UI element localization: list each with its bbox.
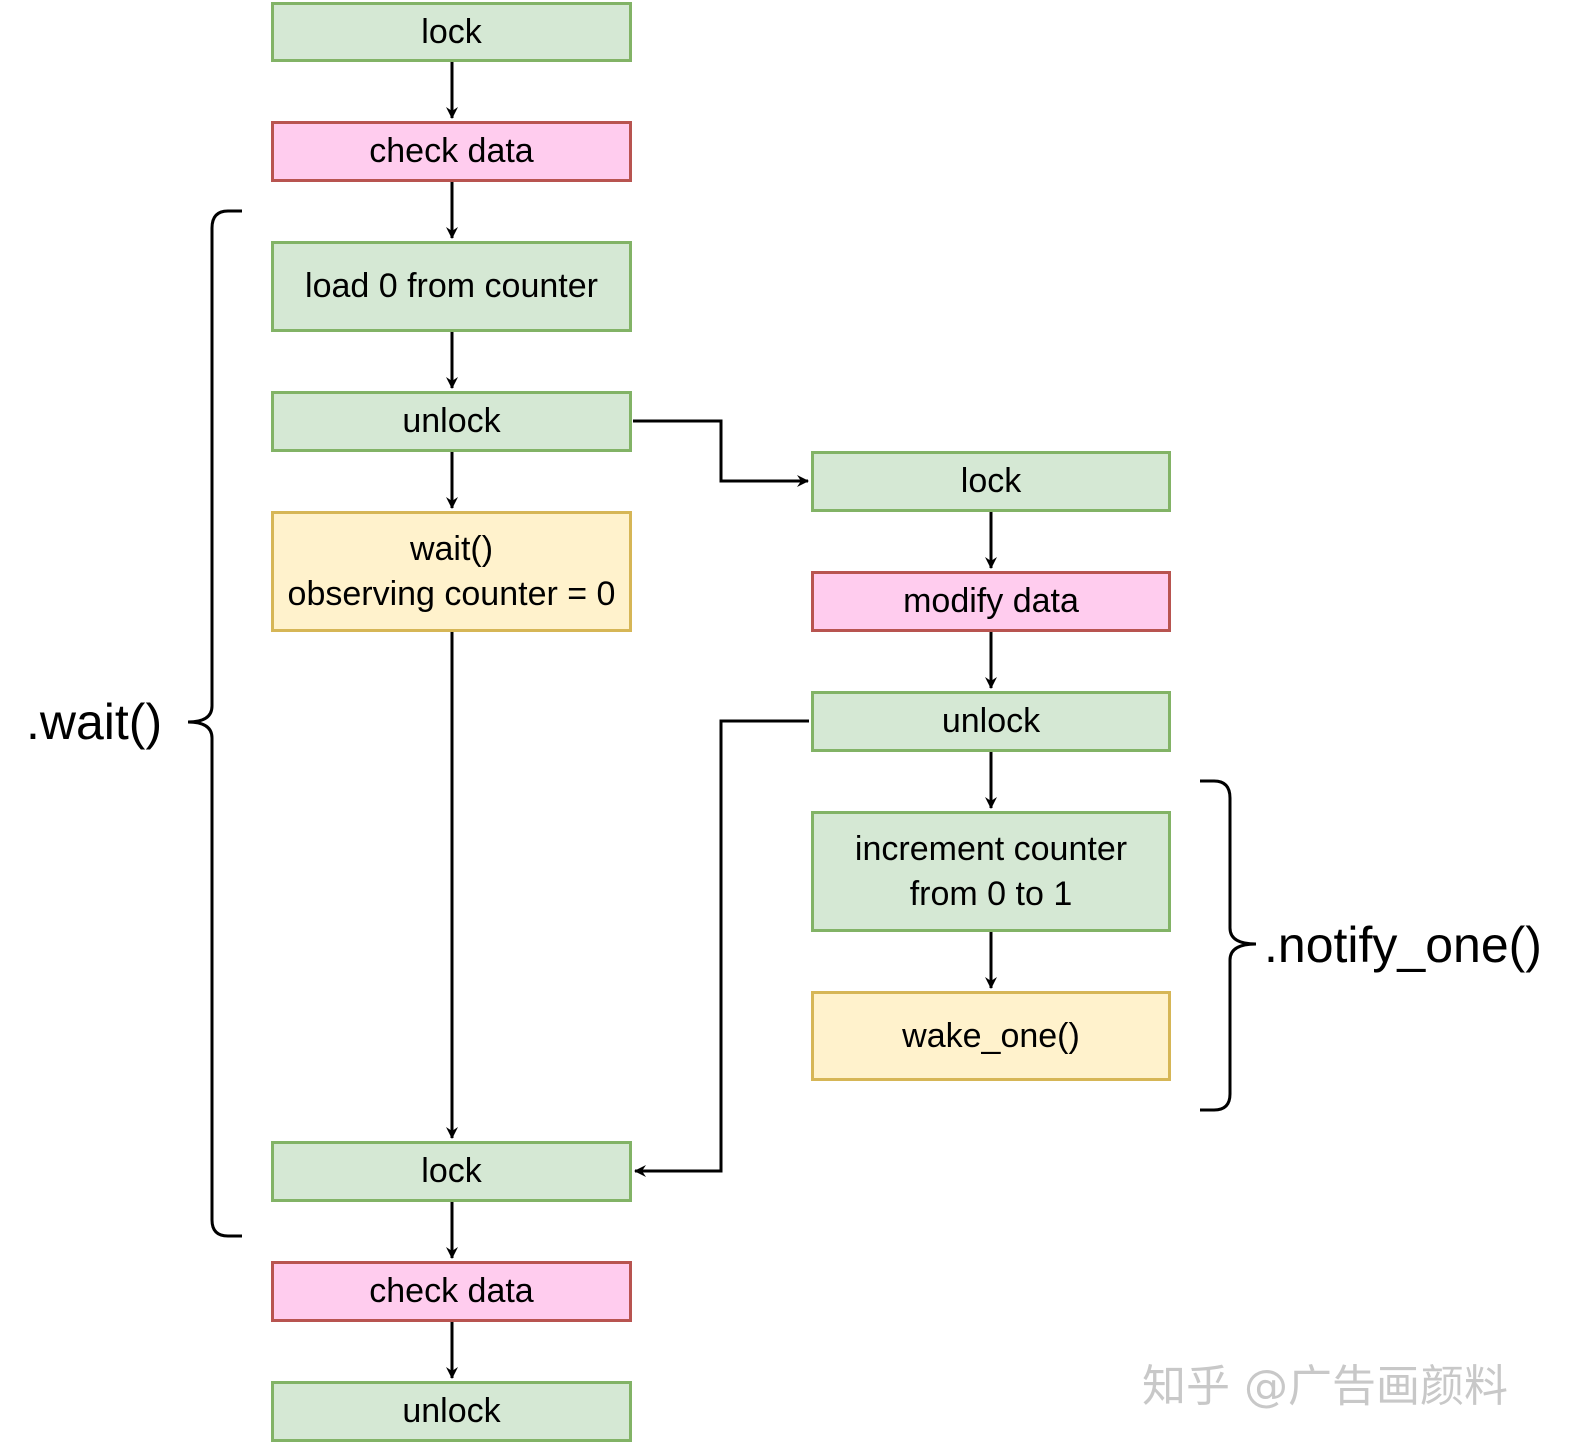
lock-box-top: lock <box>271 2 632 62</box>
lock-box-bottom: lock <box>271 1141 632 1202</box>
unlock-box-bottom: unlock <box>271 1381 632 1442</box>
check-data-box-top: check data <box>271 121 632 182</box>
arrow-notify-unlock-to-lock-bottom <box>634 719 809 1177</box>
wait-brace <box>187 209 242 1238</box>
wake-one-box: wake_one() <box>811 991 1171 1081</box>
check-data-box-bottom: check data <box>271 1261 632 1322</box>
arrow-unlock-to-notify-lock <box>633 419 809 487</box>
notify-unlock-box: unlock <box>811 691 1171 752</box>
modify-data-box: modify data <box>811 571 1171 632</box>
increment-counter-box: increment counter from 0 to 1 <box>811 811 1171 932</box>
notify-one-label: .notify_one() <box>1264 917 1542 973</box>
notify-lock-box: lock <box>811 451 1171 512</box>
unlock-box-mid: unlock <box>271 391 632 452</box>
wait-observe-box: wait() observing counter = 0 <box>271 511 632 632</box>
wait-label: .wait() <box>26 694 163 750</box>
load-counter-box: load 0 from counter <box>271 241 632 332</box>
notify-brace <box>1200 779 1257 1112</box>
watermark: 知乎 @广告画颜料 <box>1142 1361 1508 1412</box>
